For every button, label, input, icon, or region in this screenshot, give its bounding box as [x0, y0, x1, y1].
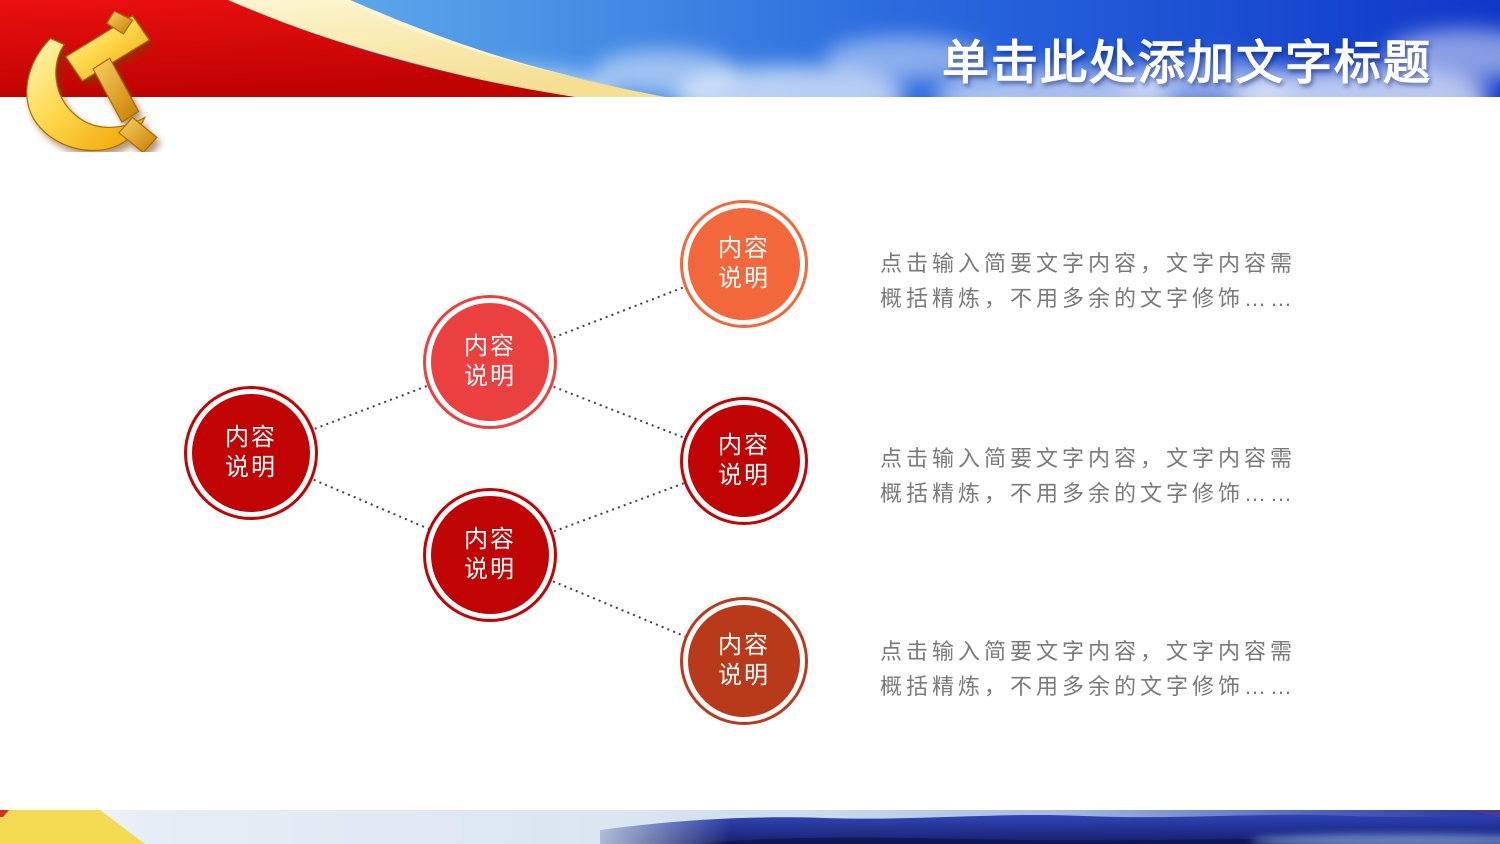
node-label-line1: 内容 [464, 526, 516, 553]
node-label-line1: 内容 [718, 432, 770, 459]
red-ribbon [0, 0, 575, 97]
cream-ribbon-stripe [224, 0, 665, 97]
diagram-node-top-right[interactable]: 内容 说明 [683, 203, 805, 325]
node-label-line2: 说明 [225, 454, 277, 481]
party-emblem-icon [26, 10, 158, 152]
sickle-handle [118, 116, 158, 152]
annotation-block[interactable]: 点击输入简要文字内容，文字内容需 概括精炼，不用多余的文字修饰…… [880, 246, 1360, 316]
annotation-line2: 概括精炼，不用多余的文字修饰…… [880, 674, 1297, 699]
diagram-node-top-middle[interactable]: 内容 说明 [426, 298, 554, 426]
node-label-line2: 说明 [464, 556, 516, 583]
diagram-node-bottom-right[interactable]: 内容 说明 [683, 600, 805, 722]
hammer-head [64, 14, 151, 82]
footer-ink-band [0, 810, 1500, 844]
annotation-line2: 概括精炼，不用多余的文字修饰…… [880, 286, 1297, 311]
sky-ribbon-graphic [0, 0, 1500, 97]
annotation-block[interactable]: 点击输入简要文字内容，文字内容需 概括精炼，不用多余的文字修饰…… [880, 634, 1360, 704]
mountain-silhouette [600, 814, 1500, 844]
diagram-node-middle-right[interactable]: 内容 说明 [683, 400, 805, 522]
node-label-line2: 说明 [718, 265, 770, 292]
diagram-node-left[interactable]: 内容 说明 [187, 389, 315, 517]
node-label-line1: 内容 [718, 235, 770, 262]
node-label-line1: 内容 [718, 632, 770, 659]
node-label-line2: 说明 [718, 462, 770, 489]
annotation-line1: 点击输入简要文字内容，文字内容需 [880, 446, 1297, 471]
red-accent-sliver [0, 810, 9, 817]
hammer-handle [92, 57, 140, 123]
header-banner: 单击此处添加文字标题 [0, 0, 1500, 97]
node-label-line1: 内容 [464, 333, 516, 360]
node-label-line2: 说明 [464, 363, 516, 390]
yellow-accent-wedge [0, 810, 145, 844]
ink-mountains-graphic [0, 810, 1500, 844]
annotation-line1: 点击输入简要文字内容，文字内容需 [880, 639, 1297, 664]
annotation-block[interactable]: 点击输入简要文字内容，文字内容需 概括精炼，不用多余的文字修饰…… [880, 441, 1360, 511]
node-label-line1: 内容 [225, 424, 277, 451]
node-label-line2: 说明 [718, 662, 770, 689]
diagram-node-bottom-middle[interactable]: 内容 说明 [426, 491, 554, 619]
slide-title[interactable]: 单击此处添加文字标题 [942, 36, 1432, 89]
annotation-line1: 点击输入简要文字内容，文字内容需 [880, 251, 1297, 276]
connector-line [489, 554, 745, 662]
annotation-line2: 概括精炼，不用多余的文字修饰…… [880, 481, 1297, 506]
